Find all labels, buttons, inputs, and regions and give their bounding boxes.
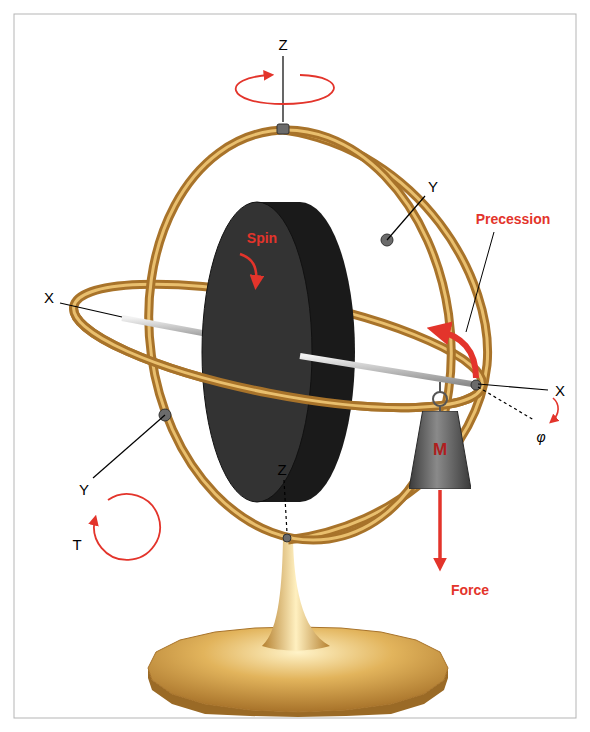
axis-label: X — [555, 383, 565, 398]
rotor-disk — [202, 202, 355, 502]
x-axis — [60, 303, 122, 317]
horizontal-ring-front — [65, 306, 483, 432]
precession-arrow — [436, 330, 476, 378]
weight: M — [409, 411, 471, 489]
torque-label: T — [72, 537, 81, 552]
hook — [439, 406, 441, 411]
axis-label: Y — [79, 482, 89, 497]
leader-line — [466, 232, 494, 332]
tilt-line — [478, 387, 534, 420]
spin-axle — [300, 356, 472, 384]
hook — [433, 392, 447, 406]
y-axis — [93, 415, 165, 478]
spin-label: Spin — [247, 231, 277, 245]
weight-label: M — [433, 440, 447, 460]
spin-arrow — [240, 254, 256, 284]
angle-label: φ — [536, 430, 545, 444]
torque-arrow — [94, 494, 160, 560]
z-axis — [282, 56, 283, 122]
y-axis — [387, 196, 425, 240]
axis-label: Z — [277, 462, 286, 477]
z-axis — [284, 480, 287, 533]
inner-ring — [123, 110, 477, 560]
frame — [14, 14, 576, 718]
axis-label: X — [44, 290, 54, 305]
precession-label: Precession — [476, 212, 551, 226]
x-axis — [478, 384, 548, 390]
axis-label: Y — [428, 179, 438, 194]
pivot — [159, 124, 481, 542]
axis-label: Z — [278, 37, 287, 52]
hook — [439, 382, 441, 392]
force-arrow — [438, 490, 442, 566]
tilt-arrow — [552, 398, 558, 421]
force-label: Force — [451, 583, 489, 597]
base — [148, 540, 448, 717]
rotation-arrow — [236, 75, 334, 104]
